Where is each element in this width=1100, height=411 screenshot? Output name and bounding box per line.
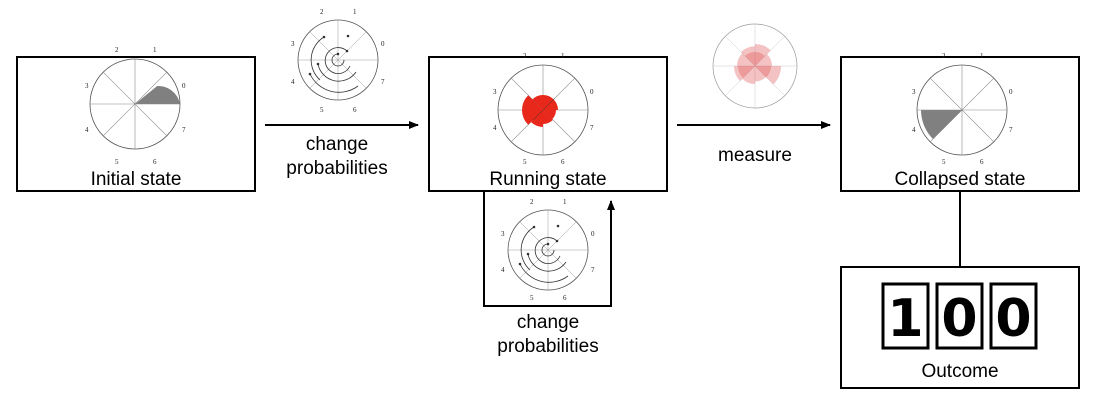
- initial-state-node: 2 1 3 0 4 7 5 6 Initial state: [16, 46, 256, 192]
- wheel-spokes: [90, 59, 180, 149]
- change-label-line2: probabilities: [286, 158, 387, 179]
- tick-label: 6: [980, 158, 984, 166]
- running-state-node: 2 1 3 0 4 7 5 6 Running state: [428, 52, 668, 192]
- outcome-node: 1 0 0 Outcome: [840, 266, 1080, 389]
- tick-label: 7: [590, 124, 594, 132]
- collapsed-state-label: Collapsed state: [895, 169, 1026, 190]
- running-state-wheel: 2 1 3 0 4 7 5 6: [493, 52, 594, 166]
- tick-label: 2: [320, 8, 324, 16]
- initial-state-box: [16, 56, 256, 192]
- tick-label: 1: [980, 52, 984, 60]
- initial-highlight-sector: [135, 85, 180, 104]
- tick-label: 4: [85, 126, 89, 134]
- measure-thumbnail: [712, 23, 798, 109]
- outcome-digit-box: [881, 282, 930, 350]
- tick-label: 1: [561, 52, 565, 60]
- loop-change-label-line1: change: [517, 312, 579, 333]
- tick-label: 7: [591, 266, 595, 274]
- tick-label: 0: [590, 88, 594, 96]
- tick-label: 4: [501, 266, 505, 274]
- running-probability-sectors: [522, 95, 558, 127]
- tick-label: 7: [1009, 126, 1013, 134]
- tick-label: 7: [381, 78, 385, 86]
- tick-label: 5: [320, 106, 324, 114]
- collapsed-highlight-sector: [921, 110, 962, 139]
- tick-label: 5: [115, 158, 119, 166]
- tick-label: 0: [182, 82, 186, 90]
- outcome-digit-box: [989, 282, 1038, 350]
- tick-label: 0: [381, 40, 385, 48]
- tick-label: 2: [942, 52, 946, 60]
- loop-change-label-line2: probabilities: [497, 336, 598, 357]
- tick-label: 1: [563, 198, 567, 206]
- collapsed-state-wheel: 2 1 3 0 4 7 5 6: [912, 52, 1013, 166]
- tick-label: 4: [291, 78, 295, 86]
- tick-label: 0: [1009, 88, 1013, 96]
- tick-label: 3: [912, 88, 916, 96]
- tick-label: 3: [493, 88, 497, 96]
- outcome-label: Outcome: [921, 361, 998, 382]
- measure-label: measure: [718, 145, 792, 166]
- tick-label: 4: [493, 124, 497, 132]
- running-state-box: [428, 56, 668, 192]
- collapsed-state-box: [840, 56, 1080, 192]
- tick-label: 2: [115, 46, 119, 54]
- tick-label: 0: [591, 230, 595, 238]
- tick-label: 6: [353, 106, 357, 114]
- tick-label: 3: [291, 40, 295, 48]
- collapsed-state-node: 2 1 3 0 4 7 5 6 Collapsed state: [840, 52, 1080, 192]
- outcome-digit: 0: [941, 289, 977, 349]
- tick-label: 5: [530, 294, 534, 302]
- tick-label: 3: [85, 82, 89, 90]
- tick-label: 6: [153, 158, 157, 166]
- tick-label: 5: [523, 158, 527, 166]
- initial-state-label: Initial state: [91, 169, 182, 190]
- tick-label: 3: [501, 230, 505, 238]
- change-label-line1: change: [306, 134, 368, 155]
- tick-label: 7: [182, 126, 186, 134]
- running-state-label: Running state: [489, 169, 606, 190]
- tick-label: 1: [153, 46, 157, 54]
- tick-label: 4: [912, 126, 916, 134]
- tick-label: 5: [942, 158, 946, 166]
- outcome-digit: 0: [995, 289, 1031, 349]
- initial-state-wheel: 2 1 3 0 4 7 5 6: [85, 46, 186, 166]
- tick-label: 2: [530, 198, 534, 206]
- tick-label: 6: [561, 158, 565, 166]
- change-probabilities-thumbnail-bottom: 2 1 3 0 4 7 5 6: [501, 198, 595, 302]
- outcome-digit-box: [935, 282, 984, 350]
- tick-label: 1: [353, 8, 357, 16]
- loop-arrow: [483, 191, 615, 307]
- outcome-digit: 1: [887, 289, 923, 349]
- tick-label: 6: [563, 294, 567, 302]
- tick-label: 2: [523, 52, 527, 60]
- change-probabilities-thumbnail-top: 2 1 3 0 4 7 5 6: [291, 8, 385, 114]
